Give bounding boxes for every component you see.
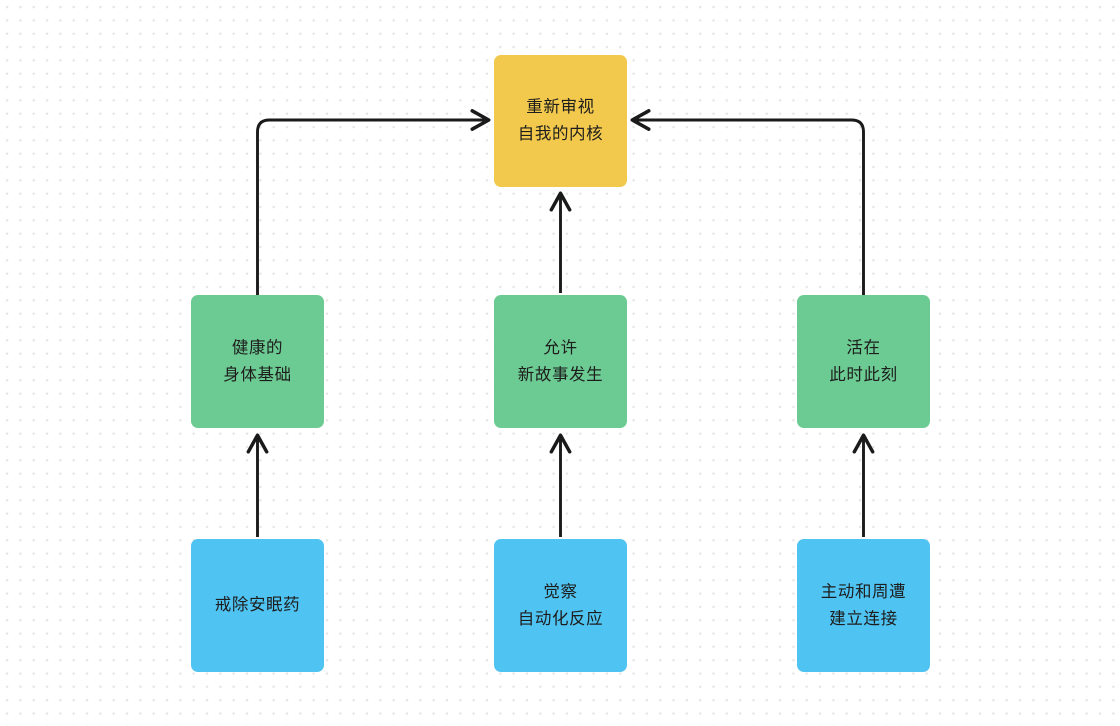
node-mid-1[interactable]: 健康的 身体基础 bbox=[191, 295, 324, 428]
node-core[interactable]: 重新审视 自我的内核 bbox=[494, 55, 627, 187]
node-base-2-line-1: 觉察 bbox=[543, 581, 578, 601]
node-mid-2[interactable]: 允许 新故事发生 bbox=[494, 295, 627, 428]
node-base-1[interactable]: 戒除安眠药 bbox=[191, 539, 324, 672]
edge-mid3-core bbox=[630, 109, 865, 295]
edge-mid1-core bbox=[256, 109, 491, 295]
node-mid-3-line-1: 活在 bbox=[846, 337, 881, 357]
node-base-3-line-1: 主动和周遭 bbox=[820, 581, 907, 601]
node-base-2-line-2: 自动化反应 bbox=[517, 608, 604, 628]
node-base-1-line-1: 戒除安眠药 bbox=[214, 595, 301, 615]
node-core-line-1: 重新审视 bbox=[526, 97, 595, 117]
node-base-2[interactable]: 觉察 自动化反应 bbox=[494, 539, 627, 672]
node-mid-2-line-2: 新故事发生 bbox=[517, 364, 604, 384]
node-base-3[interactable]: 主动和周遭 建立连接 bbox=[797, 539, 930, 672]
node-base-3-line-2: 建立连接 bbox=[829, 608, 898, 628]
node-mid-1-line-1: 健康的 bbox=[231, 337, 284, 357]
node-core-line-2: 自我的内核 bbox=[517, 124, 604, 143]
node-mid-3[interactable]: 活在 此时此刻 bbox=[797, 295, 930, 428]
node-mid-2-line-1: 允许 bbox=[543, 337, 578, 357]
node-mid-1-line-2: 身体基础 bbox=[223, 364, 292, 384]
node-mid-3-line-2: 此时此刻 bbox=[829, 364, 898, 384]
